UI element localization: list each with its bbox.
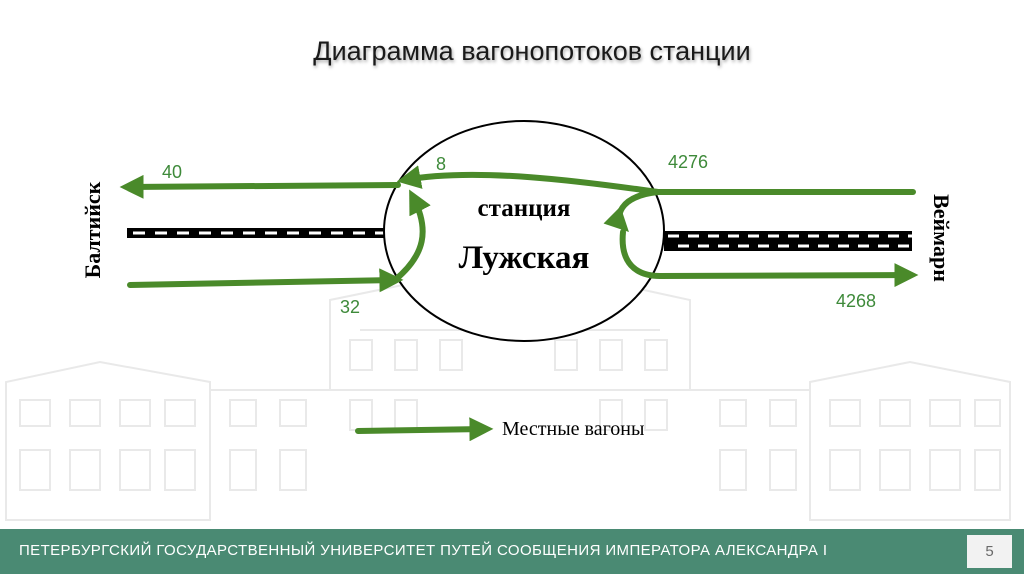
legend-arrow <box>355 417 494 442</box>
railway-track-right <box>664 231 912 251</box>
arrow-from-baltiysk <box>127 268 404 293</box>
arrow-to-veimarn <box>619 229 919 288</box>
flow-value-to-baltiysk: 40 <box>162 162 182 182</box>
station-word: станция <box>478 195 571 222</box>
flow-value-local-left: 8 <box>436 154 446 174</box>
flow-value-from-veimarn: 4276 <box>668 152 708 172</box>
arrow-local-left <box>392 189 431 283</box>
veimarn-label: Веймарн <box>929 194 954 282</box>
railway-track-left <box>127 228 386 238</box>
station-name: Лужская <box>459 240 590 276</box>
flow-value-from-baltiysk: 32 <box>340 297 360 317</box>
baltiysk-label: Балтийск <box>80 181 105 278</box>
flow-value-to-veimarn: 4268 <box>836 291 876 311</box>
arrow-local-right <box>603 189 661 232</box>
footer-university-name: ПЕТЕРБУРГСКИЙ ГОСУДАРСТВЕННЫЙ УНИВЕРСИТЕ… <box>19 542 828 559</box>
footer-bar: ПЕТЕРБУРГСКИЙ ГОСУДАРСТВЕННЫЙ УНИВЕРСИТЕ… <box>0 529 1024 574</box>
legend-label: Местные вагоны <box>502 418 644 440</box>
arrow-to-baltiysk <box>119 174 401 199</box>
arrow-from-veimarn <box>396 165 916 195</box>
page-number: 5 <box>967 535 1012 568</box>
slide-title: Диаграмма вагонопотоков станции <box>313 36 751 66</box>
